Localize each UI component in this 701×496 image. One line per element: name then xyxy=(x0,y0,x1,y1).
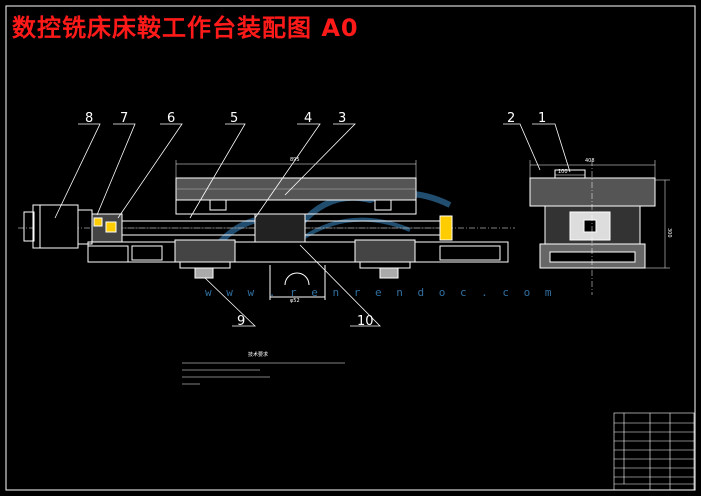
title-block xyxy=(613,412,695,491)
saddle xyxy=(87,239,509,279)
leader-lines xyxy=(54,123,571,327)
callout-10: 10 xyxy=(357,314,374,329)
callout-3: 3 xyxy=(338,111,346,126)
dim-overall xyxy=(175,160,417,178)
side-dims xyxy=(529,160,670,269)
callout-1: 1 xyxy=(538,111,546,126)
lead-screw xyxy=(121,213,453,243)
drawing-border xyxy=(5,5,696,491)
side-view xyxy=(529,160,656,295)
dim-side-height: 300 xyxy=(666,228,672,238)
callout-4: 4 xyxy=(304,111,312,126)
dim-bottom-center: φ52 xyxy=(290,298,300,304)
drawing-title: 数控铣床床鞍工作台装配图 A0 xyxy=(12,14,359,42)
callout-7: 7 xyxy=(120,111,128,126)
callout-6: 6 xyxy=(167,111,175,126)
watermark-text: w w w . r e n r e n d o c . c o m xyxy=(205,286,556,299)
callout-8: 8 xyxy=(85,111,93,126)
callout-5: 5 xyxy=(230,111,238,126)
dim-side-width: 408 xyxy=(585,158,595,164)
callout-9: 9 xyxy=(237,314,245,329)
motor xyxy=(23,204,79,249)
notes-lines xyxy=(182,362,345,385)
dim-top-small: 100 xyxy=(558,169,568,175)
bearing-housing xyxy=(77,209,129,263)
notes-heading: 技术要求 xyxy=(248,351,268,358)
callout-2: 2 xyxy=(507,111,515,126)
